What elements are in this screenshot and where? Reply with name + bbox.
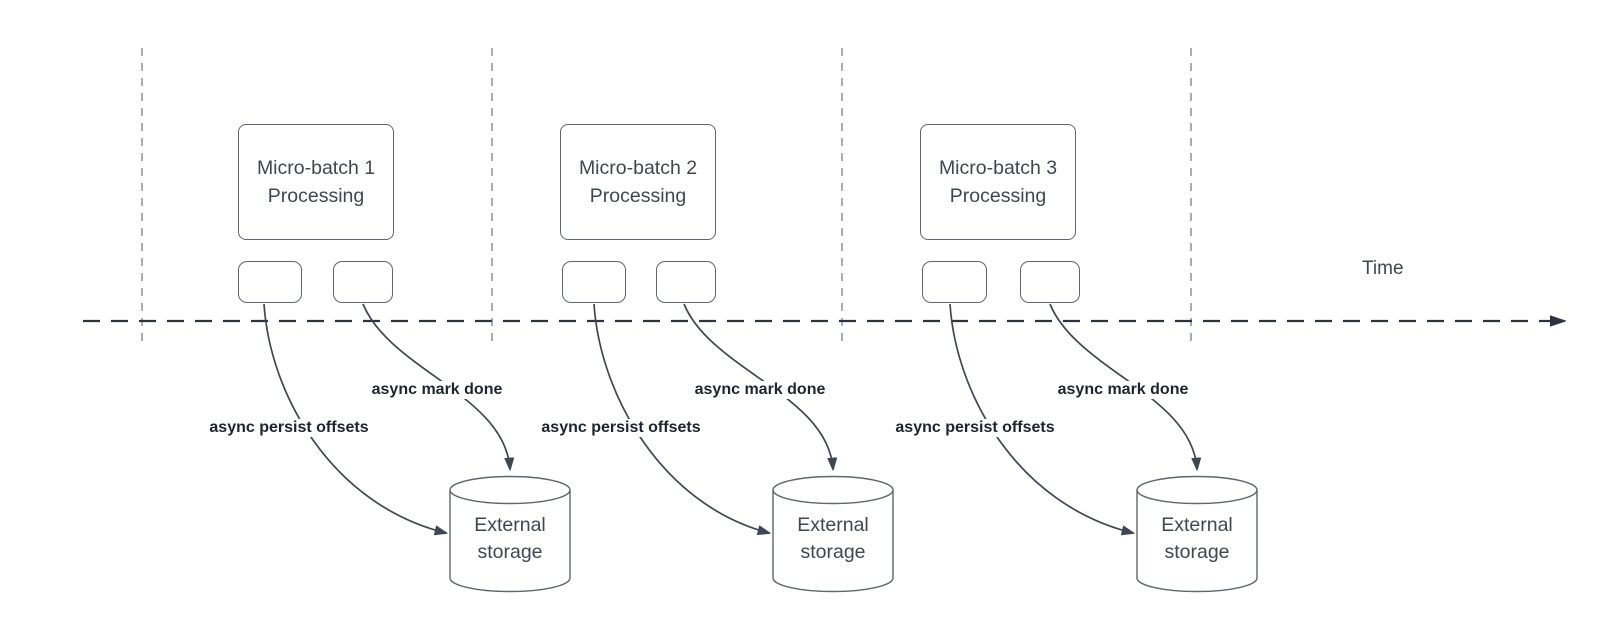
micro-batch-3-label: Micro-batch 3 Processing — [938, 157, 1058, 207]
micro-batch-1-box: Micro-batch 1 Processing — [238, 124, 394, 240]
external-storage-label-3: External storage — [1161, 514, 1233, 563]
cylinder-rim — [449, 489, 571, 505]
cylinder-rim — [772, 489, 894, 505]
storage-cylinder-3 — [1136, 475, 1258, 593]
cylinder-rim — [1136, 489, 1258, 505]
mark-done-label-1: async mark done — [368, 381, 506, 399]
persist-offsets-arrow-2 — [593, 303, 769, 533]
micro-batch-2-box: Micro-batch 2 Processing — [560, 124, 716, 240]
cylinder-body — [1136, 475, 1258, 593]
persist-offsets-label-1: async persist offsets — [206, 419, 372, 437]
done-task-box-1 — [333, 261, 393, 303]
micro-batch-3-box: Micro-batch 3 Processing — [920, 124, 1076, 240]
persist-offsets-arrow-3 — [949, 303, 1133, 533]
persist-offsets-label-2: async persist offsets — [538, 419, 704, 437]
external-storage-label-2: External storage — [797, 514, 869, 563]
storage-cylinder-2 — [772, 475, 894, 593]
persist-task-box-1 — [238, 261, 302, 303]
persist-offsets-arrow-1 — [263, 303, 446, 533]
time-axis-label: Time — [1362, 258, 1404, 279]
persist-task-box-3 — [922, 261, 987, 303]
cylinder-body — [772, 475, 894, 593]
micro-batch-2-label: Micro-batch 2 Processing — [578, 157, 698, 207]
micro-batch-1-label: Micro-batch 1 Processing — [256, 157, 376, 207]
persist-offsets-label-3: async persist offsets — [892, 419, 1058, 437]
done-task-box-3 — [1020, 261, 1080, 303]
mark-done-label-3: async mark done — [1054, 381, 1192, 399]
external-storage-label-1: External storage — [474, 514, 546, 563]
done-task-box-2 — [656, 261, 716, 303]
mark-done-label-2: async mark done — [691, 381, 829, 399]
storage-cylinder-1 — [449, 475, 571, 593]
persist-task-box-2 — [562, 261, 626, 303]
cylinder-body — [449, 475, 571, 593]
